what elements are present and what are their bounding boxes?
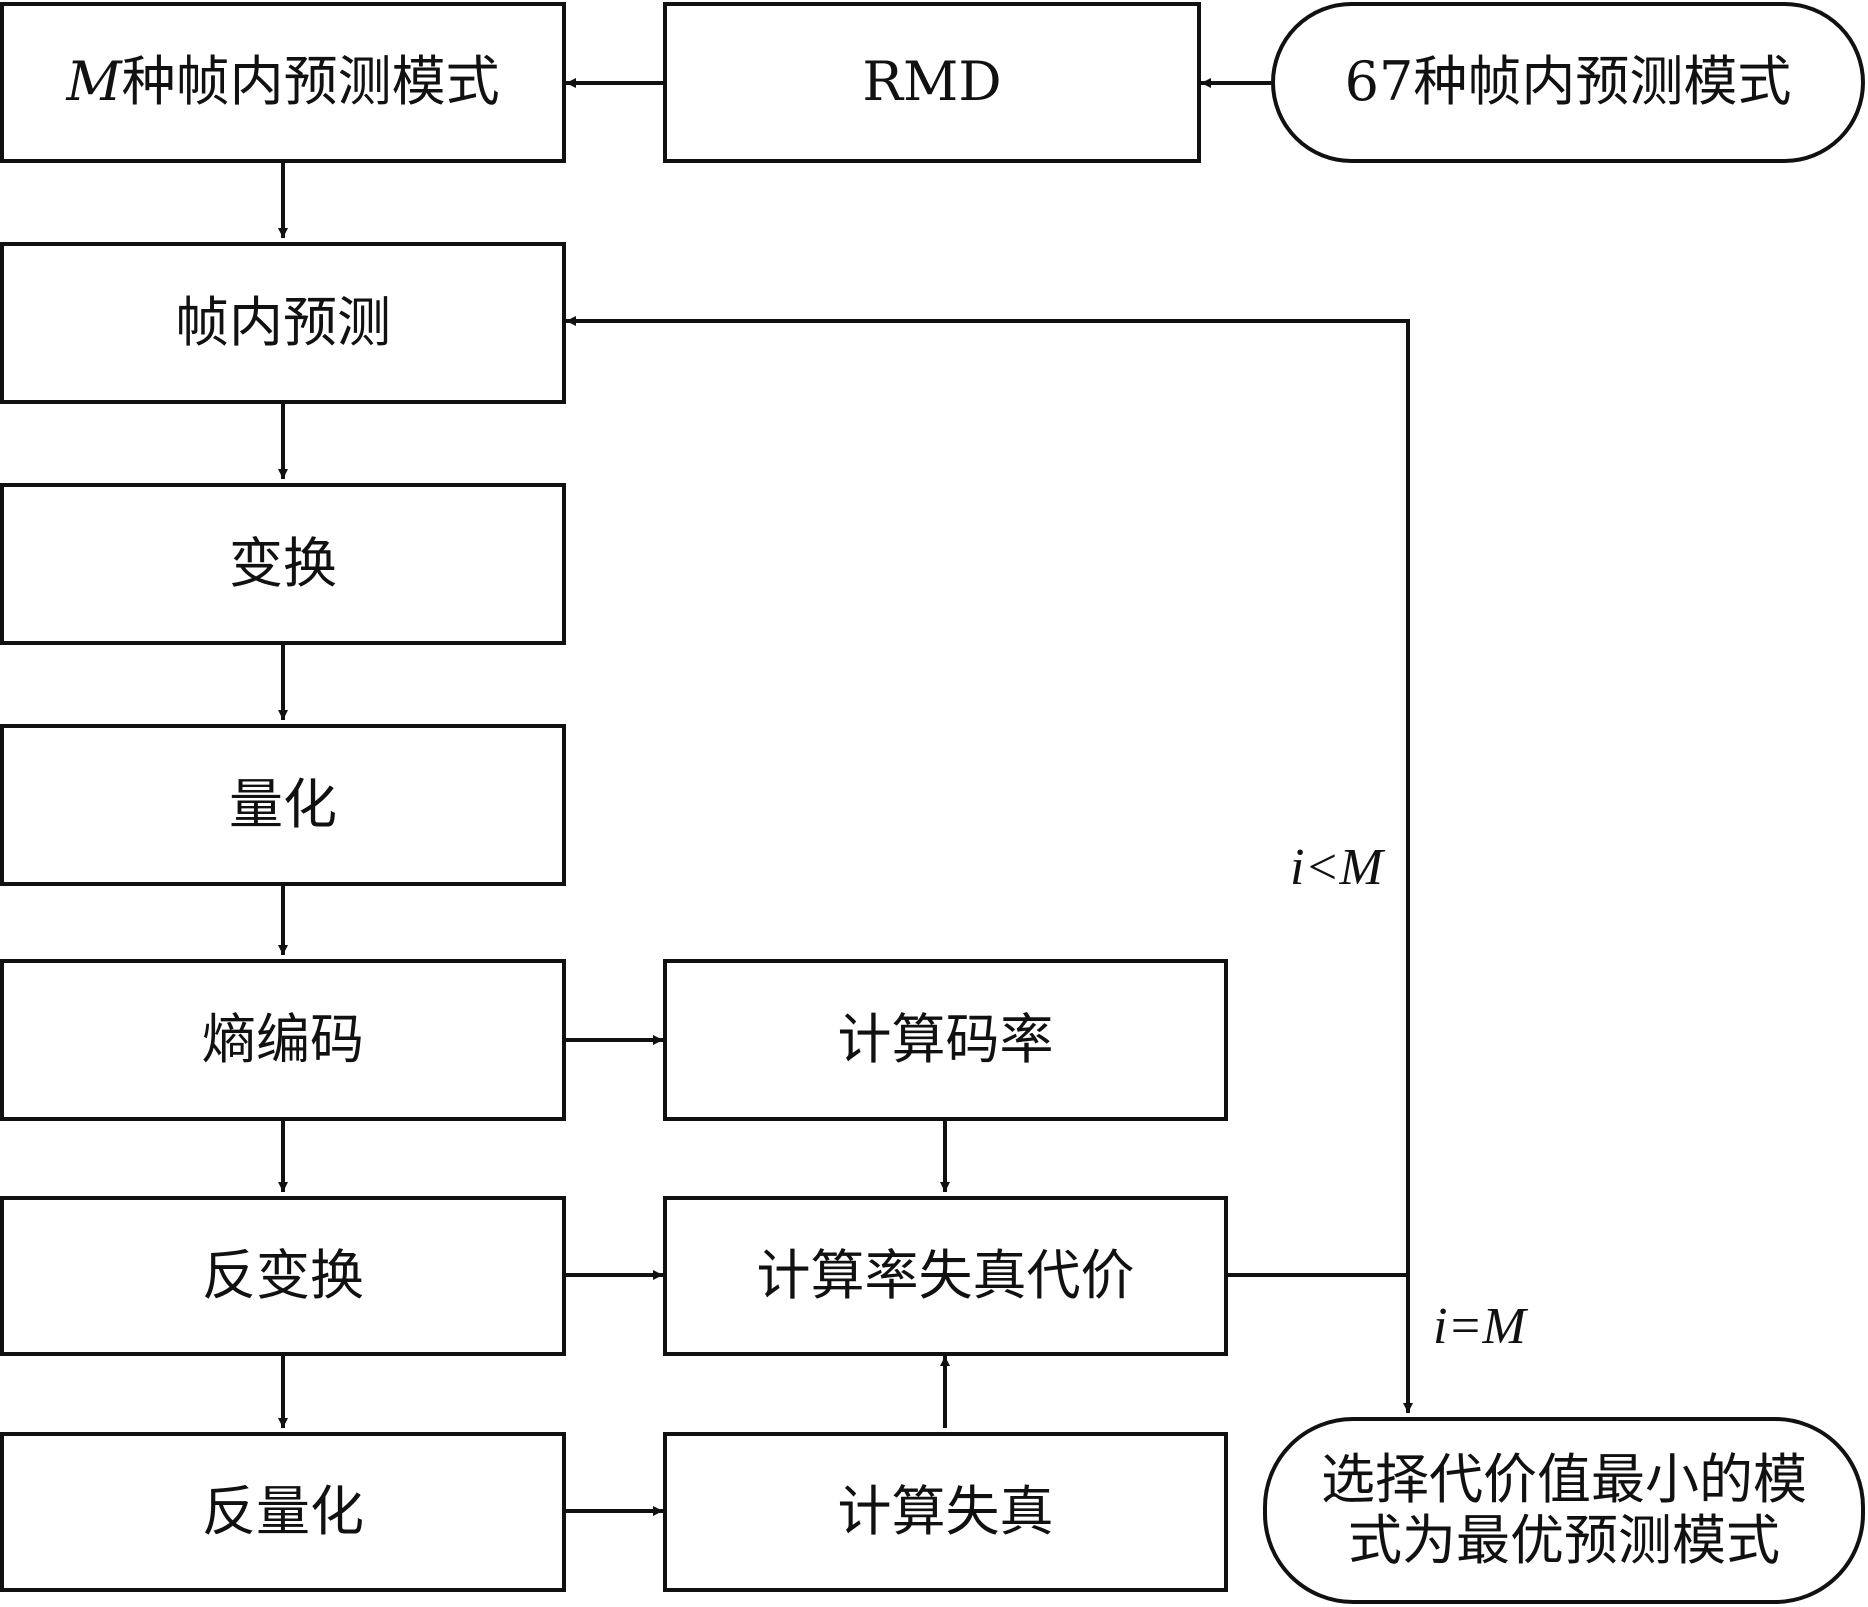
- node-calc-rate: 计算码率: [663, 959, 1228, 1121]
- node-inv-transform: 反变换: [0, 1196, 566, 1356]
- calc-rd-label: 计算率失真代价: [756, 1243, 1135, 1307]
- node-select-best: 选择代价值最小的模 式为最优预测模式: [1263, 1417, 1865, 1604]
- node-calc-rd: 计算率失真代价: [663, 1196, 1228, 1356]
- quant-label: 量化: [229, 772, 337, 836]
- rmd-label: RMD: [862, 50, 1002, 114]
- calc-dist-label: 计算失真: [837, 1479, 1054, 1543]
- intra-pred-label: 帧内预测: [175, 290, 391, 354]
- node-transform: 变换: [0, 483, 566, 645]
- arrow-loop-to-intra: [566, 316, 1410, 1275]
- inv-quant-label: 反量化: [202, 1479, 364, 1543]
- node-modes67: 67种帧内预测模式: [1271, 2, 1865, 163]
- transform-label: 变换: [229, 531, 337, 595]
- var-m: M: [66, 50, 122, 114]
- inv-transform-label: 反变换: [202, 1243, 364, 1307]
- node-entropy: 熵编码: [0, 959, 566, 1121]
- select-line1: 选择代价值最小的模: [1321, 1448, 1807, 1512]
- node-calc-dist: 计算失真: [663, 1432, 1228, 1592]
- node-intra-pred: 帧内预测: [0, 242, 566, 404]
- select-line2: 式为最优预测模式: [1348, 1508, 1780, 1572]
- node-rmd: RMD: [663, 2, 1201, 163]
- entropy-label: 熵编码: [202, 1007, 364, 1071]
- calc-rate-label: 计算码率: [837, 1007, 1054, 1071]
- node-quant: 量化: [0, 724, 566, 886]
- m-modes-text: 种帧内预测模式: [121, 50, 500, 114]
- modes67-label: 67种帧内预测模式: [1344, 50, 1792, 114]
- node-inv-quant: 反量化: [0, 1432, 566, 1592]
- label-exit-condition: i=M: [1433, 1298, 1526, 1355]
- label-loop-condition: i<M: [1290, 839, 1383, 896]
